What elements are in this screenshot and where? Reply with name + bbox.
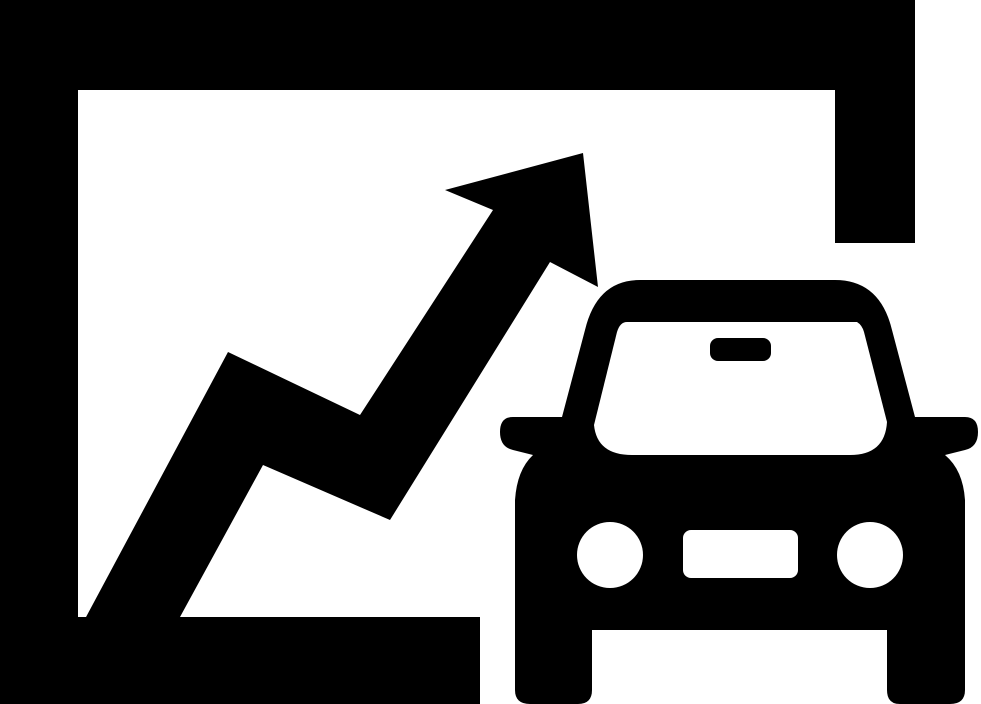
license-plate [683, 530, 798, 578]
headlight-right [837, 522, 903, 588]
windshield [594, 322, 887, 455]
frame-shape [0, 0, 915, 704]
wiper [710, 338, 771, 361]
headlight-left [577, 522, 643, 588]
trend-arrow-up-icon [78, 153, 598, 632]
chart-frame [0, 0, 915, 704]
car-front-icon [500, 280, 978, 704]
